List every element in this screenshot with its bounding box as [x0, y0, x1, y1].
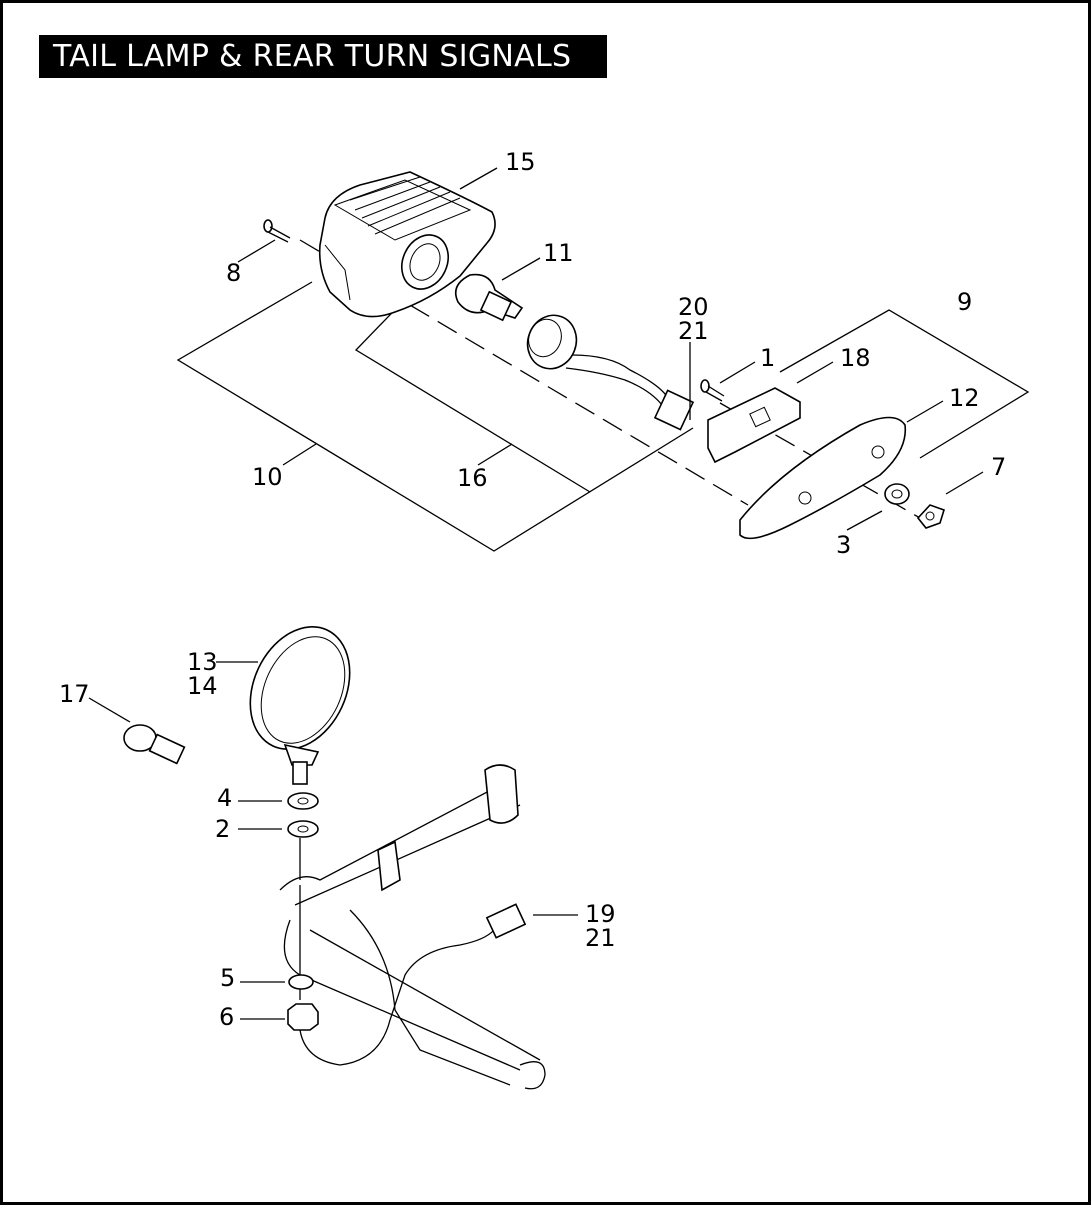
washer-2-part [287, 820, 319, 838]
callout-4: 4 [217, 784, 232, 812]
callout-12: 12 [949, 384, 980, 412]
callout-19: 19 [585, 900, 616, 928]
callout-16: 16 [457, 464, 488, 492]
circuit-board-18-part [707, 387, 801, 464]
callout-2: 2 [215, 815, 230, 843]
nut-6-part [287, 1003, 319, 1031]
washer-4-part [287, 792, 319, 810]
callout-20: 20 [678, 293, 709, 321]
lens-12-part [739, 416, 907, 540]
turn-signal-lamp-part [249, 626, 351, 785]
leader-lines [88, 167, 984, 1020]
socket-harness-part [526, 314, 695, 431]
callout-17: 17 [59, 680, 90, 708]
callout-3: 3 [836, 531, 851, 559]
callout-21-lower: 21 [585, 924, 616, 952]
tail-lamp-housing-part [318, 171, 496, 318]
screw-1-part [700, 379, 725, 402]
callout-7: 7 [991, 453, 1006, 481]
callout-14: 14 [187, 672, 218, 700]
kit-bracket-lines [176, 281, 1030, 552]
washer-5-part [288, 974, 314, 990]
harness-connector-19-part [299, 903, 527, 1066]
callout-1: 1 [760, 344, 775, 372]
callout-18: 18 [840, 344, 871, 372]
screw-8-part [263, 219, 291, 243]
callout-10: 10 [252, 463, 283, 491]
callout-13: 13 [187, 648, 218, 676]
diagram-title: TAIL LAMP & REAR TURN SIGNALS [39, 35, 607, 78]
bulb-17-part [123, 724, 186, 765]
callout-6: 6 [219, 1003, 234, 1031]
callout-8: 8 [226, 259, 241, 287]
bulb-11-part [454, 273, 524, 322]
washer-3-part [884, 483, 910, 505]
callout-15: 15 [505, 148, 536, 176]
callout-21-upper: 21 [678, 317, 709, 345]
callout-5: 5 [220, 964, 235, 992]
callout-9: 9 [957, 288, 972, 316]
callout-labels: 15 11 8 20 21 9 1 18 12 7 10 16 3 13 14 … [59, 148, 1006, 1031]
nut-7-part [916, 504, 945, 529]
callout-11: 11 [543, 239, 574, 267]
